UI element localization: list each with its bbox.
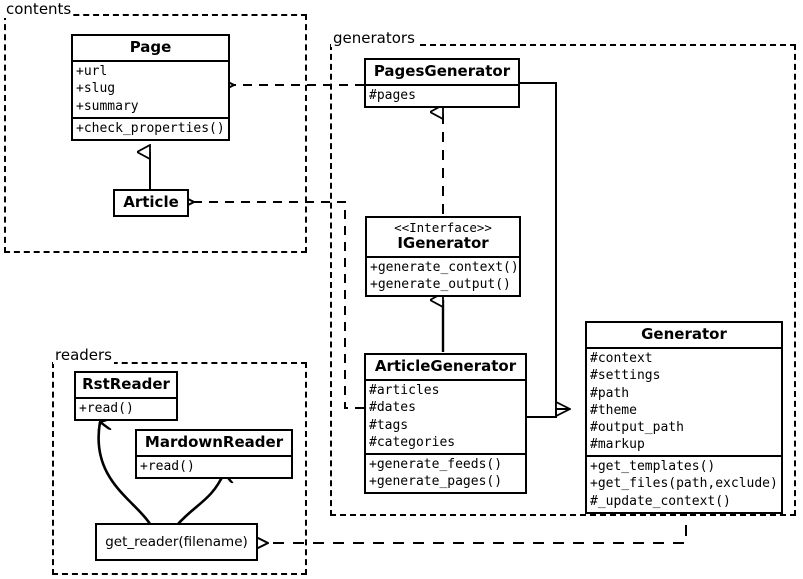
class-igenerator-stereotype: <<Interface>> [394,220,492,235]
factory-get-reader[interactable]: get_reader(filename) [95,523,258,561]
attribute: +url [76,64,108,80]
class-rst-reader[interactable]: RstReader +read() [74,371,178,422]
class-article-generator-name: ArticleGenerator [374,357,517,375]
attribute: #theme [590,402,637,418]
attribute: #path [590,385,630,401]
attribute: #articles [369,383,440,399]
class-article-generator-methods: +generate_feeds() +generate_pages() [366,452,525,492]
method: +read() [79,401,134,417]
method: +generate_pages() [369,474,503,490]
attribute: #context [590,351,653,367]
class-article[interactable]: Article [113,189,189,218]
class-rst-reader-methods: +read() [76,397,176,419]
class-markdown-reader-name: MardownReader [144,433,284,451]
method: #_update_context() [590,493,731,509]
class-markdown-reader[interactable]: MardownReader +read() [135,429,293,480]
package-generators-label: generators [331,29,417,47]
method: +generate_output() [370,277,511,293]
attribute: +slug [76,81,116,97]
method: +check_properties() [76,120,225,136]
class-page-attributes: +url +slug +summary [73,60,228,116]
attribute: #dates [369,400,416,416]
class-article-generator[interactable]: ArticleGenerator #articles #dates #tags … [364,353,527,495]
class-page-name: Page [129,38,172,56]
class-page-methods: +check_properties() [73,116,228,139]
attribute: #settings [590,368,661,384]
class-generator-attributes: #context #settings #path #theme #output_… [587,347,781,455]
class-igenerator-name: IGenerator [397,233,489,252]
method: +get_files(path,exclude) [590,476,778,492]
class-rst-reader-name: RstReader [82,375,170,393]
method: +get_templates() [590,459,716,475]
package-contents [4,14,307,253]
class-generator-name: Generator [641,325,727,343]
attribute: #categories [369,434,456,450]
method: +generate_context() [370,260,519,275]
class-igenerator[interactable]: <<Interface>> IGenerator +generate_conte… [365,216,521,298]
method: +generate_feeds() [369,456,503,472]
class-pages-generator-attributes: #pages [366,84,518,106]
class-pages-generator-name: PagesGenerator [373,62,511,80]
attribute: #output_path [590,419,684,435]
class-article-generator-attributes: #articles #dates #tags #categories [366,379,525,453]
package-contents-label: contents [4,0,74,18]
attribute: #pages [369,88,416,104]
factory-get-reader-label: get_reader(filename) [105,534,248,550]
package-readers [52,362,307,575]
class-page[interactable]: Page +url +slug +summary +check_properti… [71,34,230,141]
package-generators [330,44,796,516]
attribute: #tags [369,417,409,433]
class-generator-methods: +get_templates() +get_files(path,exclude… [587,455,781,511]
class-article-name: Article [123,193,179,211]
package-readers-label: readers [53,346,114,364]
attribute: #markup [590,437,645,453]
class-pages-generator[interactable]: PagesGenerator #pages [364,58,520,109]
class-igenerator-methods: +generate_context() +generate_output() [367,256,519,295]
class-markdown-reader-methods: +read() [137,455,291,477]
class-generator[interactable]: Generator #context #settings #path #them… [585,321,783,514]
method: +read() [140,459,195,475]
attribute: +summary [76,98,139,114]
